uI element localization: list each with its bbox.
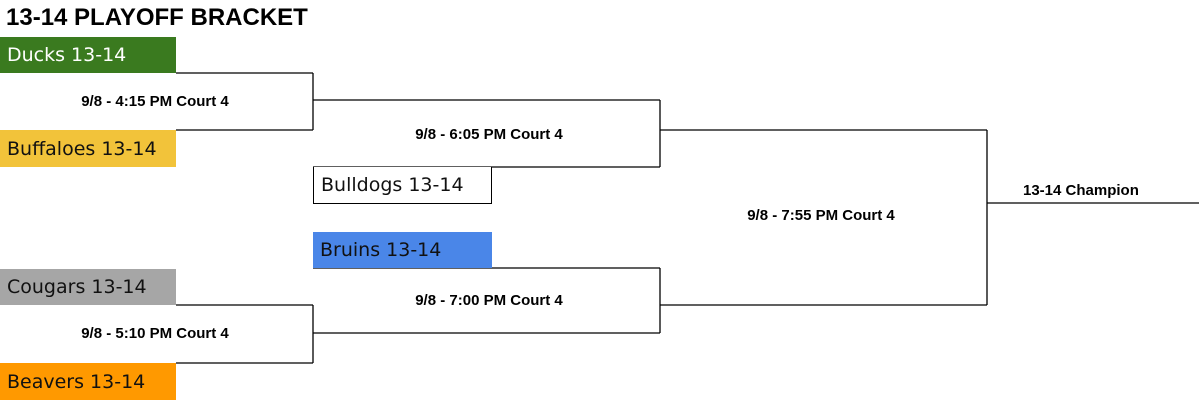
team-beavers-label: Beavers 13-14	[7, 370, 146, 393]
team-bulldogs: Bulldogs 13-14	[313, 167, 492, 204]
page-title: 13-14 PLAYOFF BRACKET	[6, 4, 308, 31]
game-2-label: 9/8 - 6:05 PM Court 4	[415, 126, 563, 143]
team-beavers: Beavers 13-14	[0, 363, 176, 400]
team-buffaloes-label: Buffaloes 13-14	[7, 137, 157, 160]
team-ducks-label: Ducks 13-14	[7, 44, 127, 66]
game-3-label: 9/8 - 7:00 PM Court 4	[415, 292, 563, 309]
game-4-label: 9/8 - 5:10 PM Court 4	[81, 325, 229, 342]
game-1-label: 9/8 - 4:15 PM Court 4	[81, 93, 229, 110]
team-cougars-label: Cougars 13-14	[7, 276, 147, 298]
team-bruins-label: Bruins 13-14	[320, 239, 442, 261]
team-ducks: Ducks 13-14	[0, 37, 176, 73]
team-cougars: Cougars 13-14	[0, 269, 176, 305]
champion-label: 13-14 Champion	[1023, 182, 1139, 199]
team-buffaloes: Buffaloes 13-14	[0, 130, 176, 167]
team-bruins: Bruins 13-14	[313, 232, 492, 268]
team-bulldogs-label: Bulldogs 13-14	[321, 174, 464, 196]
final-game-label: 9/8 - 7:55 PM Court 4	[747, 207, 895, 224]
